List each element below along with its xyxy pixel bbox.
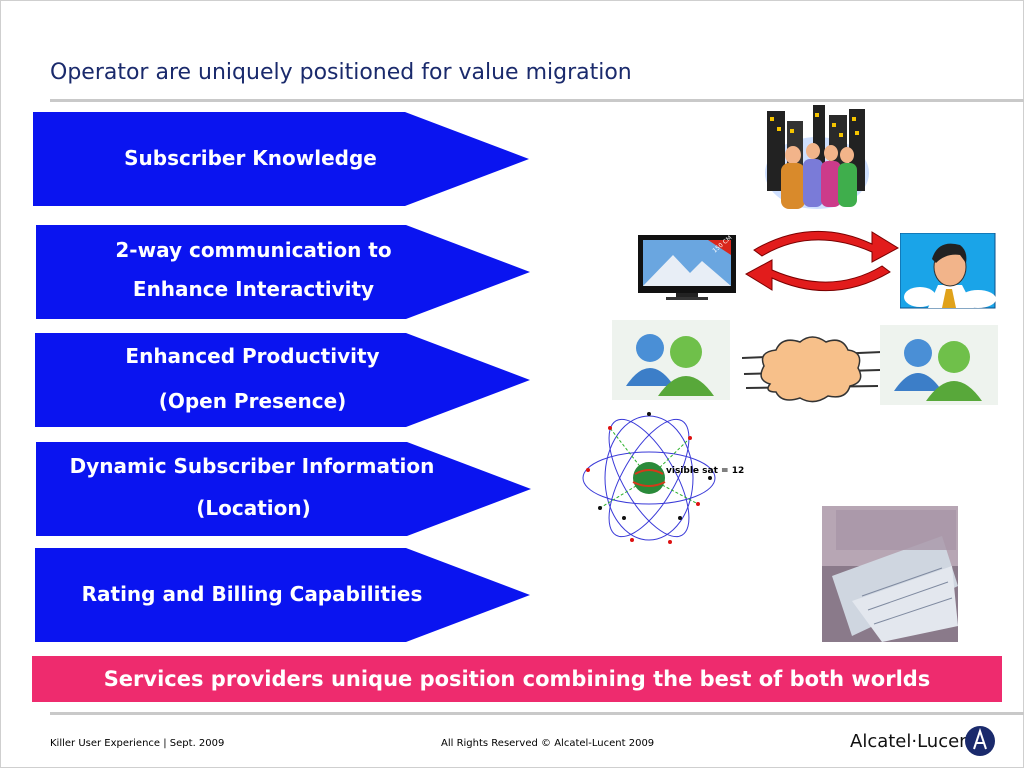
footer-left-text: Killer User Experience | Sept. 2009 — [50, 738, 225, 749]
arrow-subscriber-knowledge: Subscriber Knowledge — [33, 112, 529, 206]
arrow-shape — [33, 112, 529, 206]
title-divider — [50, 99, 1024, 102]
arrow-label: Rating and Billing Capabilities — [81, 582, 423, 606]
users-icon — [612, 320, 730, 400]
tv-icon: 150 CM — [638, 235, 738, 301]
arrow-label-line1: Dynamic Subscriber Information — [69, 454, 435, 478]
banner-text: Services providers unique position combi… — [103, 667, 931, 691]
exchange-arrows-icon — [742, 222, 902, 300]
euro-banknotes-photo — [822, 506, 958, 642]
arrow-label-line1: 2-way communication to — [115, 238, 392, 262]
arrow-label-line2: (Open Presence) — [158, 389, 347, 413]
gps-orbit-diagram — [580, 408, 718, 548]
footer-copyright: All Rights Reserved © Alcatel-Lucent 200… — [441, 738, 655, 749]
alcatel-lucent-logo-text: Alcatel·Lucent — [850, 731, 978, 752]
arrow-rating-and-billing: Rating and Billing Capabilities — [35, 548, 530, 642]
arrow-label-line2: Enhance Interactivity — [132, 277, 375, 301]
conclusion-banner: Services providers unique position combi… — [32, 656, 1002, 702]
alcatel-lucent-logo — [964, 725, 996, 761]
arrow-label-line1: Enhanced Productivity — [125, 344, 380, 368]
arrow-shape — [35, 333, 530, 427]
arrow-shape — [35, 548, 530, 642]
man-portrait-clipart — [899, 232, 996, 309]
users-icon — [880, 325, 998, 405]
footer-divider — [50, 712, 1024, 715]
gps-visible-satellites-label: visible sat = 12 — [666, 466, 745, 476]
slide-title: Operator are uniquely positioned for val… — [50, 60, 632, 85]
city-people-clipart — [755, 103, 873, 213]
arrow-label: Subscriber Knowledge — [124, 146, 377, 170]
arrow-enhanced-productivity: Enhanced Productivity (Open Presence) — [35, 333, 530, 427]
cloud-icon — [741, 330, 883, 410]
arrow-label-line2: (Location) — [196, 496, 311, 520]
arrow-dynamic-subscriber-information: Dynamic Subscriber Information (Location… — [36, 442, 531, 536]
arrow-two-way-communication: 2-way communication to Enhance Interacti… — [36, 225, 530, 319]
arrow-shape — [36, 442, 531, 536]
arrow-shape — [36, 225, 530, 319]
